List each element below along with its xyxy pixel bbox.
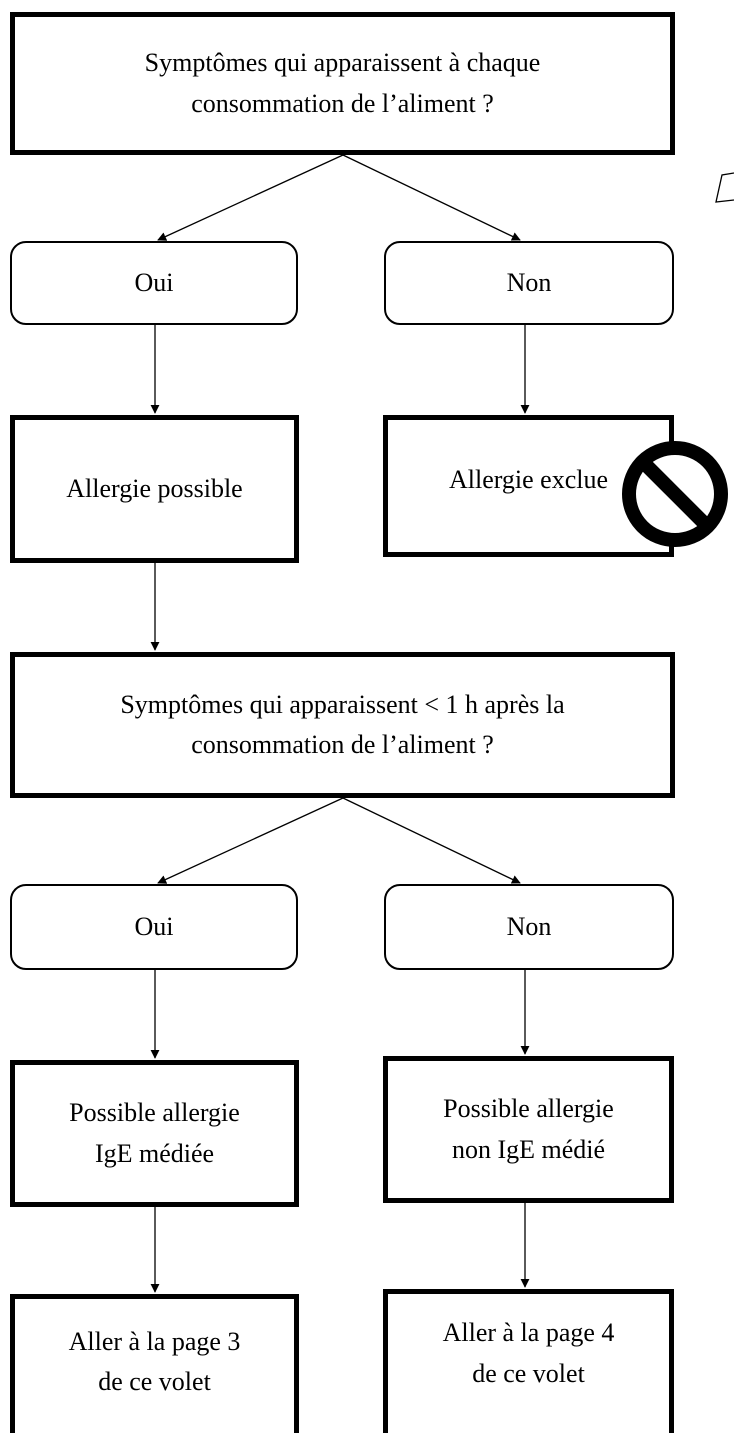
goto-page-4-text: Aller à la page 4 de ce volet [442,1318,615,1388]
allergy-excluded-label: Allergie exclue [448,464,609,494]
arrow-q1-to-no [342,154,521,241]
allergy-possible-label: Allergie possible [66,473,243,503]
goto-page-3-text: Aller à la page 3 de ce volet [68,1326,241,1396]
question-2-text: Symptômes qui apparaissent < 1 h après l… [120,689,565,759]
q2-no-node: Non [384,884,674,970]
ige-mediated-text: Possible allergie IgE médiée [69,1098,240,1168]
allergy-possible-box: Allergie possible [10,415,299,563]
q1-no-label: Non [506,268,552,297]
arrow-q2-to-yes [157,797,344,884]
arrow-q2-to-no [342,797,521,884]
goto-page-3-box: Aller à la page 3 de ce volet [10,1294,299,1433]
q1-yes-node: Oui [10,241,298,325]
goto-page-4-box: Aller à la page 4 de ce volet [383,1289,674,1433]
q1-no-node: Non [384,241,674,325]
stray-mark [715,172,734,203]
non-ige-mediated-box: Possible allergie non IgE médié [383,1056,674,1203]
non-ige-mediated-text: Possible allergie non IgE médié [443,1094,614,1164]
q2-no-label: Non [506,912,552,941]
question-1-text: Symptômes qui apparaissent à chaque cons… [144,48,541,118]
question-1-box: Symptômes qui apparaissent à chaque cons… [10,12,675,155]
arrow-q1-to-yes [157,154,344,241]
question-2-box: Symptômes qui apparaissent < 1 h après l… [10,652,675,798]
ige-mediated-box: Possible allergie IgE médiée [10,1060,299,1207]
q1-yes-label: Oui [134,268,174,297]
q2-yes-label: Oui [134,912,174,941]
no-entry-icon [622,441,728,547]
q2-yes-node: Oui [10,884,298,970]
